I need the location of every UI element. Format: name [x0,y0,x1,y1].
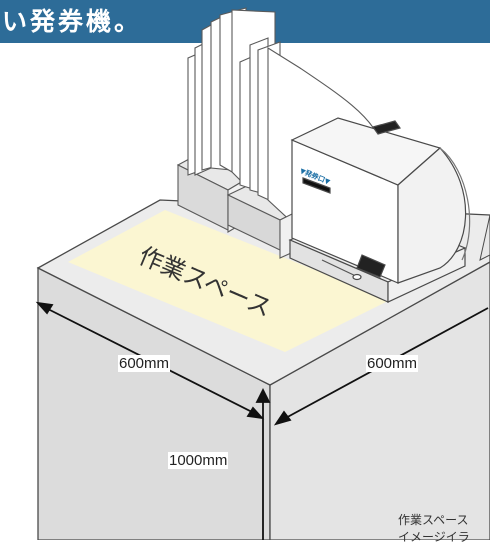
depth-dimension-label: 600mm [366,355,419,372]
page-title: い発券機。 [2,7,143,36]
workspace-area [68,210,390,352]
height-dimension-label: 1000mm [168,452,229,469]
width-dimension-label: 600mm [118,355,171,372]
table-right-back [479,214,490,261]
caption-line-2: イメージイラ [398,530,470,544]
caption-line-1: 作業スペース [398,513,469,527]
illustration-caption: 作業スペース イメージイラ [398,512,470,546]
ticket-machine [290,117,471,284]
